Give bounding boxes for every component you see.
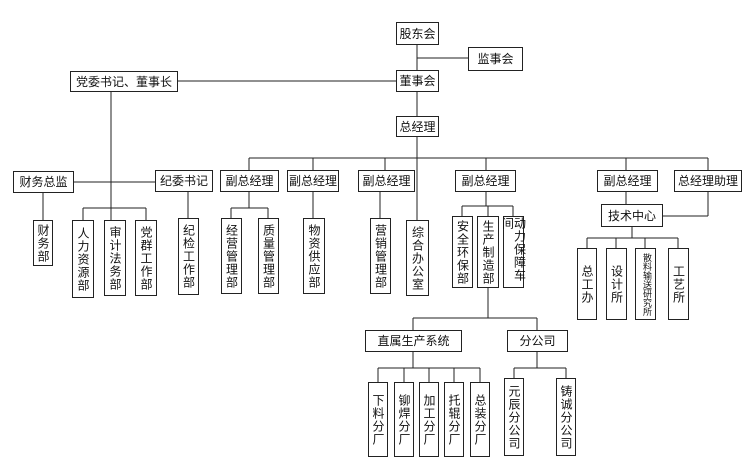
finance-director-node: 财务总监 [13, 171, 74, 193]
hr-dept-node: 人力资源部 [72, 220, 94, 298]
production-dept-node: 生产制造部 [477, 216, 499, 288]
gm-assistant-node: 总经理助理 [674, 170, 742, 192]
shareholders-node: 股东会 [396, 22, 439, 45]
finance-dept-node: 财务部 [33, 220, 53, 266]
zhucheng-branch-node: 铸诚分公司 [556, 378, 576, 456]
chief-engineer-office-node: 总工办 [577, 248, 597, 320]
vice-gm-5-node: 副总经理 [597, 170, 658, 192]
party-work-dept-node: 党群工作部 [135, 220, 157, 296]
cutting-plant-node: 下料分厂 [368, 382, 388, 457]
discipline-secretary-node: 纪委书记 [155, 170, 213, 192]
bulk-conveying-institute-node: 散料输送研究所 [635, 248, 656, 320]
roller-plant-node: 托辊分厂 [444, 382, 464, 457]
safety-env-dept-node: 安全环保部 [452, 216, 473, 288]
yuanchen-branch-node: 元辰分公司 [504, 378, 524, 456]
direct-production-system-node: 直属生产系统 [365, 330, 462, 352]
branch-companies-node: 分公司 [507, 330, 568, 352]
tech-center-node: 技术中心 [601, 204, 663, 227]
riveting-welding-plant-node: 铆焊分厂 [394, 382, 414, 457]
discipline-dept-node: 纪检工作部 [178, 218, 199, 295]
supervisors-node: 监事会 [468, 47, 523, 71]
assembly-plant-node: 总装分厂 [470, 382, 490, 457]
general-manager-node: 总经理 [396, 116, 439, 137]
power-workshop-node: 动力保障车间 [501, 216, 527, 288]
marketing-dept-node: 营销管理部 [370, 218, 391, 294]
vice-gm-4-node: 副总经理 [455, 170, 516, 192]
vice-gm-2-node: 副总经理 [287, 170, 339, 192]
process-institute-node: 工艺所 [668, 248, 689, 320]
operations-dept-node: 经营管理部 [221, 218, 242, 294]
vice-gm-1-node: 副总经理 [220, 170, 279, 192]
general-office-node: 综合办公室 [406, 220, 429, 296]
quality-dept-node: 质量管理部 [258, 218, 279, 294]
board-node: 董事会 [396, 70, 439, 92]
vice-gm-3-node: 副总经理 [358, 170, 415, 192]
audit-legal-dept-node: 审计法务部 [104, 220, 126, 296]
party-secretary-chairman-node: 党委书记、董事长 [70, 71, 178, 92]
machining-plant-node: 加工分厂 [419, 382, 439, 457]
design-institute-node: 设计所 [606, 248, 627, 320]
supply-dept-node: 物资供应部 [303, 218, 325, 294]
